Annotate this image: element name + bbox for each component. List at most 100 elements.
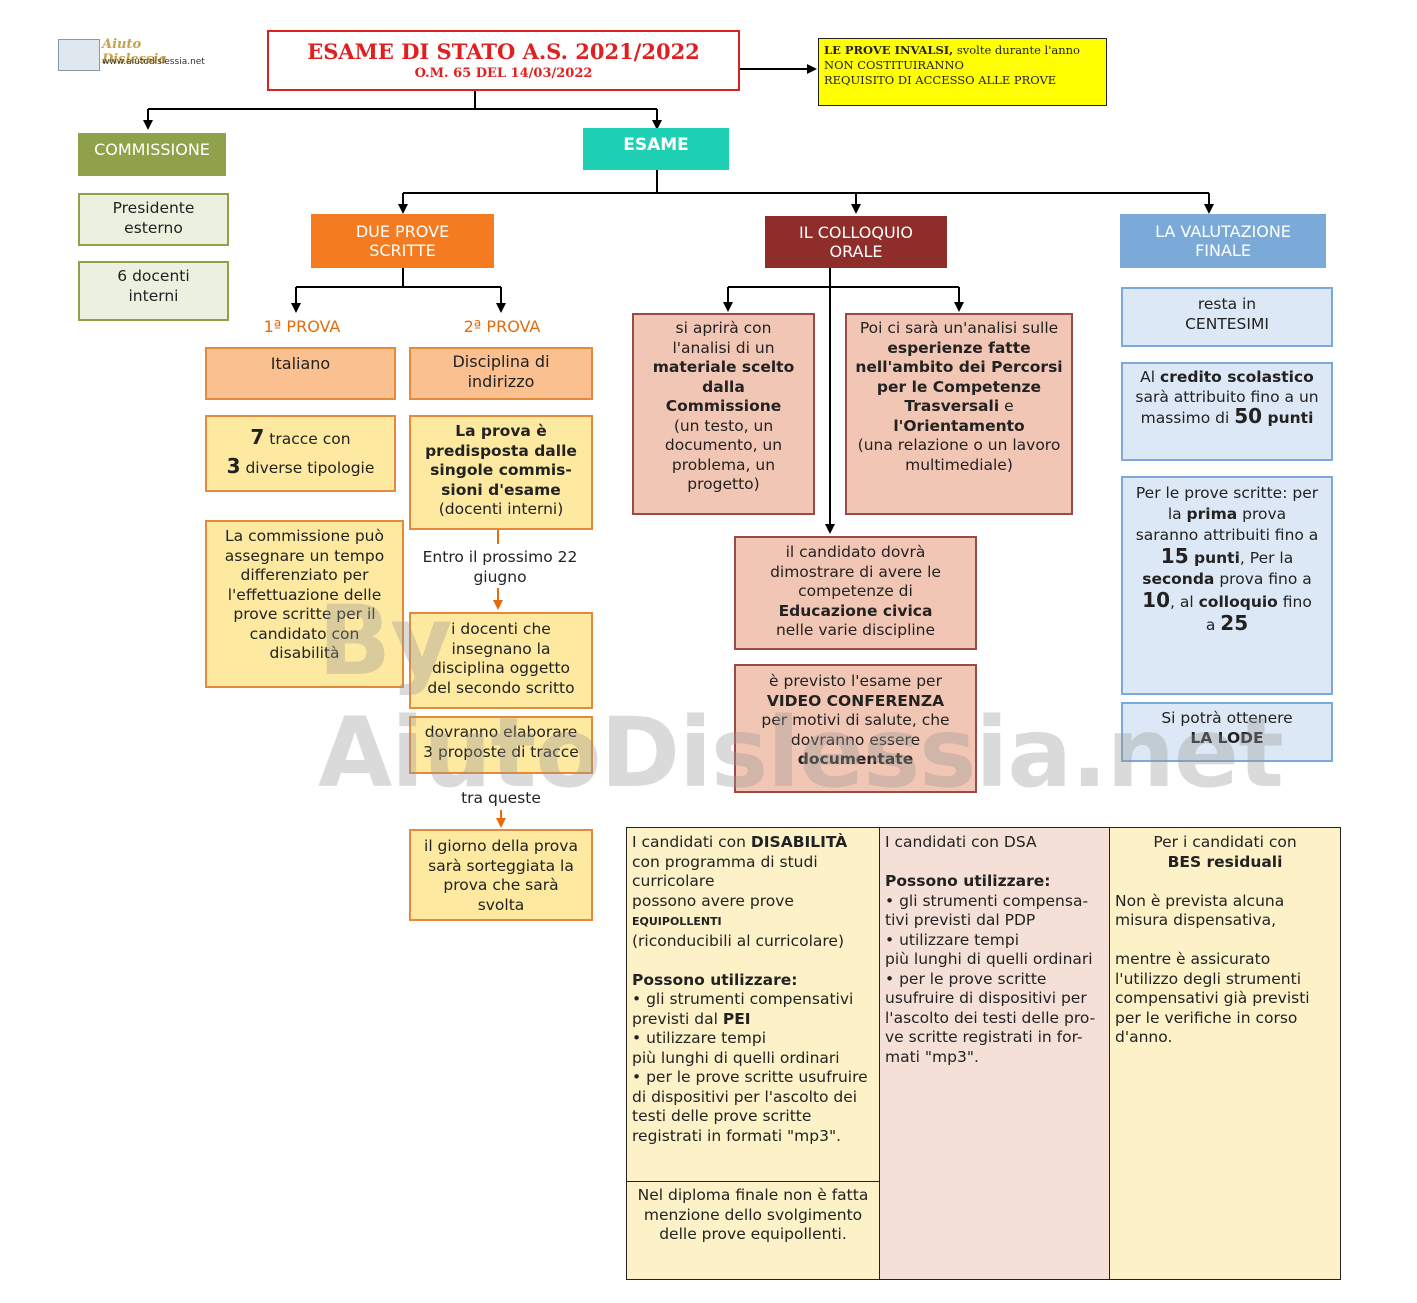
commissione-header: COMMISSIONE (78, 133, 226, 176)
presidente-box: Presidente esterno (78, 193, 229, 246)
entro-note: Entro il prossimo 22 giugno (422, 548, 578, 586)
disabilita-b: DISABILITÀ (750, 833, 848, 851)
scritte-c: , Per la (1239, 549, 1294, 567)
analisi-materiale-box: si aprirà con l'analisi di un materiale … (632, 313, 815, 515)
tipologie-num: 3 (226, 454, 241, 478)
credito-c: sarà attribuito fino a un massimo di (1135, 387, 1319, 428)
disabilita-column: I candidati con DISABILITÀ con programma… (626, 827, 880, 1182)
scritte-a: Per le prove scritte: per la (1135, 484, 1319, 523)
scritte-seconda: seconda (1142, 570, 1215, 588)
logo: Aiuto Dislessia www.aiutodislessia.net (58, 37, 208, 73)
esperienze-a: Poi ci sarà un'analisi sulle (859, 319, 1059, 337)
lode-b: LA LODE (1190, 728, 1264, 747)
credito-num: 50 (1234, 404, 1263, 428)
predisposta-rest: (docenti interni) (438, 500, 564, 518)
lode-box: Si potrà ottenere LA LODE (1121, 702, 1333, 762)
esperienze-e: (una relazione o un lavoro multimediale) (857, 436, 1061, 474)
scritte-f: fino a (1205, 593, 1312, 634)
colloquio-header: IL COLLOQUIO ORALE (765, 216, 947, 268)
valutazione-header: LA VALUTAZIONE FINALE (1120, 214, 1326, 268)
page-title: ESAME DI STATO A.S. 2021/2022 (307, 39, 700, 64)
credito-box: Al credito scolastico sarà attribuito fi… (1121, 362, 1333, 461)
credito-d: punti (1262, 409, 1314, 427)
esperienze-c: e (999, 397, 1014, 415)
dsa-a: I candidati con (885, 833, 1004, 851)
civica-b: Educazione civica (778, 601, 933, 620)
video-d: documentate (797, 750, 914, 768)
disabilita-possono: Possono utilizzare: (632, 970, 798, 989)
centesimi-a: resta in (1197, 295, 1257, 313)
scritte-15: 15 (1160, 544, 1189, 568)
credito-a: Al (1140, 368, 1160, 386)
dsa-column: I candidati con DSA Possono utilizzare: … (879, 827, 1110, 1280)
tracce-text: tracce con (264, 430, 351, 448)
invalsi-line3: REQUISITO DI ACCESSO ALLE PROVE (824, 73, 1057, 87)
scritte-punti: punti (1188, 549, 1240, 567)
bes-c: Non è prevista alcuna misura dispensativ… (1115, 891, 1310, 1047)
scritte-25: 25 (1220, 611, 1249, 635)
civica-a: il candidato dovrà dimostrare di avere l… (770, 543, 941, 600)
centesimi-b: CENTESIMI (1185, 314, 1269, 333)
disabilita-a: I candidati con (632, 833, 751, 851)
docenti-interni-box: 6 docenti interni (78, 261, 229, 321)
analisi-c: (un testo, un documento, un problema, un… (664, 416, 783, 494)
dsa-b: DSA (1003, 833, 1037, 851)
esperienze-b: esperienze fatte nell'ambito dei Percors… (855, 338, 1063, 416)
analisi-a: si aprirà con l'analisi di un (672, 319, 775, 357)
invalsi-box: LE PROVE INVALSI, svolte durante l'anno … (818, 38, 1107, 106)
page-subtitle: O.M. 65 DEL 14/03/2022 (414, 66, 593, 81)
scritte-b: prova saranno attribuiti fino a (1135, 505, 1319, 544)
scritte-e: , al (1170, 593, 1199, 611)
lode-a: Si potrà ottenere (1161, 709, 1293, 727)
scritte-prima: prima (1186, 505, 1238, 523)
sorteggiata-box: il giorno della prova sarà sorteggiata l… (409, 829, 593, 921)
bes-b: BES residuali (1167, 852, 1283, 871)
tra-queste-note: tra queste (461, 789, 541, 807)
dsa-pdp: PDP (1004, 911, 1036, 929)
predisposta-bold: La prova è predisposta dalle singole com… (425, 422, 577, 499)
educazione-civica-box: il candidato dovrà dimostrare di avere l… (734, 536, 977, 650)
invalsi-rest: svolte durante l'anno (953, 43, 1080, 57)
logo-url: www.aiutodislessia.net (102, 57, 205, 67)
dsa-c: • gli strumenti compensa-tivi previsti d… (885, 891, 1089, 930)
video-a: è previsto l'esame per (769, 672, 942, 690)
dsa-possono: Possono utilizzare: (885, 872, 1051, 890)
video-conferenza-box: è previsto l'esame per VIDEO CONFERENZA … (734, 664, 977, 793)
prima-prova-label: 1ª PROVA (263, 317, 341, 336)
commissione-tempo-box: La commissione può assegnare un tempo di… (205, 520, 404, 688)
analisi-b: materiale scelto dalla Commissione (652, 358, 795, 415)
logo-name: Aiuto Dislessia (102, 37, 167, 67)
elaborare-box: dovranno elaborare 3 proposte di tracce (409, 716, 593, 774)
disabilita-c: con programma di studi curricolare posso… (632, 852, 818, 910)
esame-header: ESAME (583, 128, 729, 170)
invalsi-bold: LE PROVE INVALSI, (824, 43, 954, 57)
credito-b: credito scolastico (1160, 368, 1314, 386)
prove-scritte-header: DUE PROVE SCRITTE (311, 214, 494, 268)
seconda-prova-label: 2ª PROVA (463, 317, 541, 336)
diploma-cell: Nel diploma finale non è fatta menzione … (626, 1181, 880, 1280)
disabilita-equip: EQUIPOLLENTI (632, 915, 722, 928)
esperienze-box: Poi ci sarà un'analisi sulle esperienze … (845, 313, 1073, 515)
bes-a: Per i candidati con (1153, 833, 1297, 851)
invalsi-line2: NON COSTITUIRANNO (824, 58, 964, 72)
disciplina-box: Disciplina di indirizzo (409, 347, 593, 400)
scritte-colloquio: colloquio (1198, 593, 1278, 611)
prove-scritte-punti-box: Per le prove scritte: per la prima prova… (1121, 476, 1333, 695)
bes-column: Per i candidati con BES residuali Non è … (1109, 827, 1341, 1280)
video-b: VIDEO CONFERENZA (766, 691, 945, 710)
disabilita-d: (riconducibili al curricolare) (632, 931, 845, 950)
disabilita-pei: PEI (722, 1009, 751, 1028)
scritte-d: prova fino a (1214, 570, 1312, 588)
centesimi-box: resta in CENTESIMI (1121, 287, 1333, 347)
dsa-d: • utilizzare tempi più lunghi di quelli … (885, 930, 1096, 1066)
title-box: ESAME DI STATO A.S. 2021/2022 O.M. 65 DE… (267, 30, 740, 91)
esperienze-d: l'Orientamento (893, 416, 1025, 435)
video-c: per motivi di salute, che dovranno esser… (761, 711, 950, 749)
civica-c: nelle varie discipline (775, 621, 936, 639)
book-icon (58, 39, 100, 71)
predisposta-box: La prova è predisposta dalle singole com… (409, 415, 593, 530)
scritte-10: 10 (1142, 588, 1171, 612)
tracce-num: 7 (250, 425, 265, 449)
tracce-box: 7 tracce con 3 diverse tipologie (205, 415, 396, 492)
